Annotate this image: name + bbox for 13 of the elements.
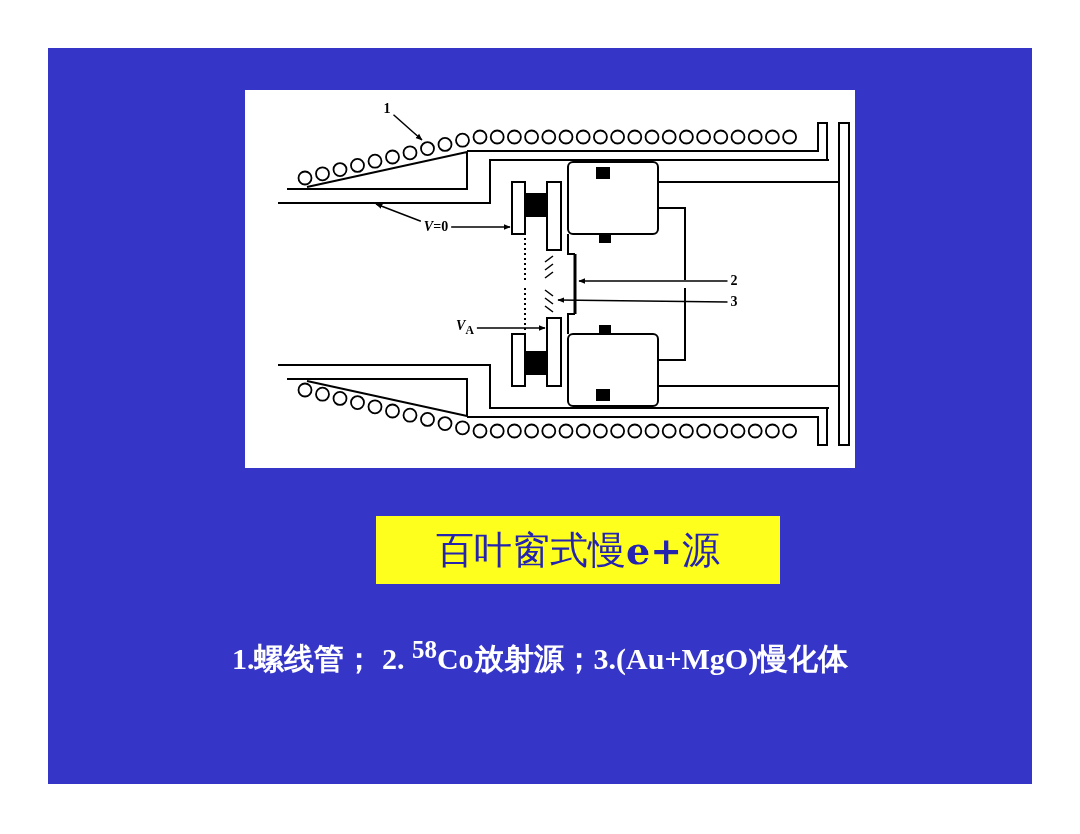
- caption: 1.螺线管； 2. $^{58}$Co放射源；3.(Au+MgO)慢化体: [230, 636, 850, 677]
- leader-line: [557, 297, 729, 303]
- voltage-label: V$_{A}$: [456, 319, 474, 337]
- leader-line: [450, 224, 511, 230]
- title-box: 百叶窗式慢e+源: [376, 516, 780, 584]
- leader-line: [578, 278, 729, 284]
- voltage-label: V=0: [423, 220, 449, 234]
- leader-line: [476, 325, 546, 331]
- leader-line: [375, 203, 422, 222]
- callout-number: 1: [383, 102, 391, 116]
- callout-number: 2: [730, 274, 738, 288]
- leader-line: [392, 114, 423, 141]
- callout-number: 3: [730, 295, 738, 309]
